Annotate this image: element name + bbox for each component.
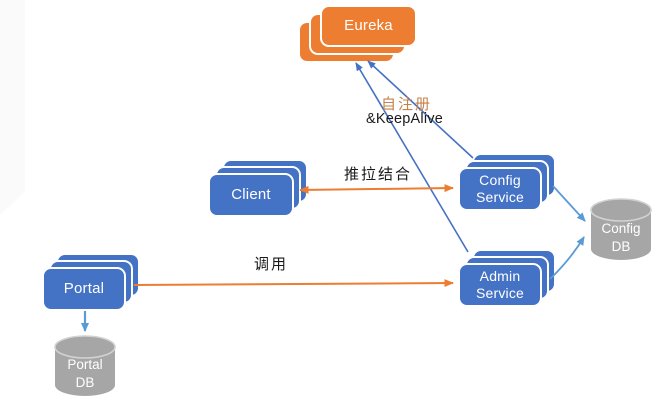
cylinder-shape <box>54 335 116 396</box>
node-config-db: Config DB <box>589 197 653 262</box>
label-keepalive: &KeepAlive <box>366 111 443 127</box>
label-push-pull: 推拉结合 <box>344 167 413 183</box>
node-admin-service: Admin Service <box>458 249 558 309</box>
cylinder-shape <box>590 198 652 260</box>
label-invoke: 调用 <box>254 257 289 273</box>
node-portal: Portal <box>42 253 142 313</box>
edge-client-config <box>299 184 454 194</box>
edge-admin-to-eureka <box>355 62 469 253</box>
node-client: Client <box>208 159 309 219</box>
node-config-service: Config Service <box>458 153 558 213</box>
client-label: Client <box>231 185 271 203</box>
portal-label: Portal <box>63 279 105 297</box>
node-eureka: Eureka <box>298 5 418 63</box>
eureka-front-layer: Eureka <box>320 5 417 47</box>
admin-service-label: Admin Service <box>475 267 525 302</box>
portal-db-label: Portal DB <box>67 357 103 390</box>
config-db-label: Config DB <box>601 220 641 254</box>
eureka-label: Eureka <box>344 16 393 34</box>
edge-portal-admin <box>133 279 454 288</box>
node-portal-db: Portal DB <box>53 334 117 398</box>
page-edge-artifact <box>0 0 25 215</box>
config-service-label: Config Service <box>475 171 525 206</box>
